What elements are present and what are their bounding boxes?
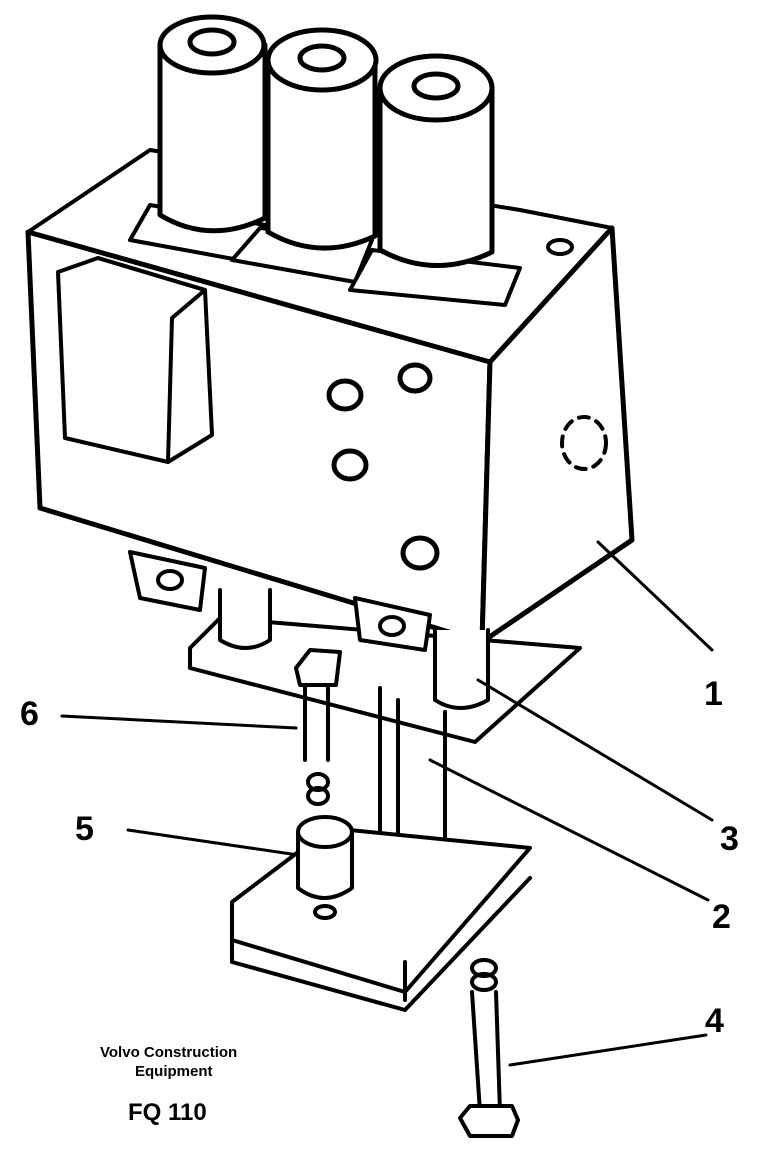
valve-block: [25, 148, 635, 645]
figure-code: FQ 110: [128, 1099, 207, 1126]
mounting-bracket: [188, 616, 582, 1012]
caption-line-1: Volvo Construction: [100, 1044, 237, 1061]
screw-4: [458, 958, 520, 1138]
callout-6: 6: [20, 695, 39, 733]
callout-4: 4: [705, 1002, 724, 1040]
caption-line-2: Equipment: [135, 1063, 213, 1080]
spacers: [128, 550, 490, 710]
callout-2: 2: [712, 898, 731, 936]
callout-1: 1: [704, 675, 723, 713]
screw-6: [294, 648, 342, 806]
sleeve-5: [296, 815, 354, 920]
leader-lines: [60, 540, 714, 1067]
solenoid-cylinders: [128, 14, 522, 307]
callout-5: 5: [75, 810, 94, 848]
callout-3: 3: [720, 820, 739, 858]
